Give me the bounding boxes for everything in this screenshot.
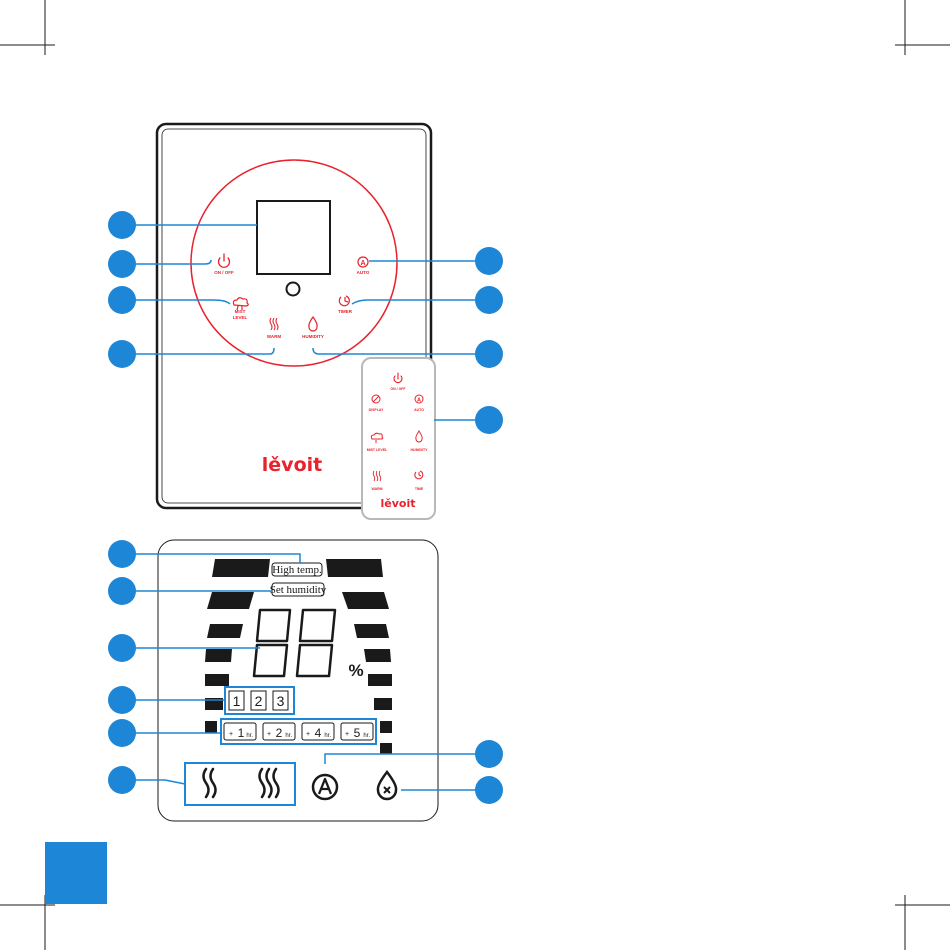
callout-marker bbox=[108, 634, 136, 662]
warm-label: WARM bbox=[267, 334, 281, 339]
svg-text:A: A bbox=[417, 398, 421, 404]
high-temp-label: High temp. bbox=[272, 564, 322, 576]
remote-auto-label: AUTO bbox=[414, 408, 424, 412]
callout-marker bbox=[108, 250, 136, 278]
remote-display-label: DISPLAY bbox=[369, 408, 385, 412]
svg-text:2: 2 bbox=[276, 726, 283, 740]
callout-marker bbox=[108, 766, 136, 794]
lcd-panel: High temp. Set humidity 88 % 1 2 3 bbox=[158, 540, 438, 821]
svg-text:hr.: hr. bbox=[246, 733, 253, 739]
remote-brand-logo: lěvoit bbox=[381, 497, 416, 510]
remote-warm-label: WARM bbox=[371, 487, 382, 491]
svg-text:4: 4 bbox=[315, 726, 322, 740]
set-humidity-indicator: Set humidity bbox=[270, 583, 327, 596]
device-brand-logo: lěvoit bbox=[262, 454, 322, 476]
remote-mist-level-label: MIST LEVEL bbox=[367, 448, 388, 452]
svg-text:+: + bbox=[306, 731, 310, 738]
page-tab bbox=[45, 842, 107, 904]
callout-marker bbox=[108, 211, 136, 239]
remote-power-label: ON / OFF bbox=[390, 387, 406, 391]
svg-text:hr.: hr. bbox=[363, 733, 370, 739]
svg-text:+: + bbox=[229, 731, 233, 738]
timer-1hr: + 1 hr. bbox=[224, 723, 256, 740]
mist-level-3: 3 bbox=[277, 693, 285, 709]
timer-2hr: + 2 hr. bbox=[263, 723, 295, 740]
power-label: ON / OFF bbox=[214, 270, 234, 275]
humidity-label: HUMIDITY bbox=[302, 334, 324, 339]
callout-marker bbox=[475, 740, 503, 768]
callout-marker bbox=[475, 406, 503, 434]
timer-5hr: + 5 hr. bbox=[341, 723, 373, 740]
high-temp-indicator: High temp. bbox=[272, 563, 322, 576]
callout-marker bbox=[475, 247, 503, 275]
set-humidity-label: Set humidity bbox=[270, 584, 327, 596]
remote-humidity-label: HUMIDITY bbox=[411, 448, 429, 452]
svg-text:hr.: hr. bbox=[324, 733, 331, 739]
timer-label: TIMER bbox=[338, 309, 353, 314]
svg-text:hr.: hr. bbox=[285, 733, 292, 739]
svg-text:1: 1 bbox=[238, 726, 245, 740]
mist-level-2: 2 bbox=[255, 693, 263, 709]
callout-marker bbox=[475, 776, 503, 804]
callout-marker bbox=[108, 286, 136, 314]
auto-label: AUTO bbox=[357, 270, 370, 275]
mist-level-1: 1 bbox=[233, 693, 241, 709]
callout-marker bbox=[108, 686, 136, 714]
svg-text:5: 5 bbox=[354, 726, 361, 740]
callout-marker bbox=[108, 340, 136, 368]
timer-4hr: + 4 hr. bbox=[302, 723, 334, 740]
callout-marker bbox=[108, 577, 136, 605]
callout-marker bbox=[108, 719, 136, 747]
percent-sign: % bbox=[348, 661, 363, 680]
svg-text:+: + bbox=[267, 731, 271, 738]
mist-level-indicators: 1 2 3 bbox=[229, 691, 288, 710]
callout-marker bbox=[475, 286, 503, 314]
mist-level-label-2: LEVEL bbox=[233, 315, 248, 320]
callout-marker bbox=[108, 540, 136, 568]
mist-level-label-1: MIST bbox=[235, 309, 246, 314]
display-window bbox=[257, 201, 330, 274]
remote-timer-label: TIME bbox=[415, 487, 424, 491]
svg-text:+: + bbox=[345, 731, 349, 738]
callout-marker bbox=[475, 340, 503, 368]
svg-text:A: A bbox=[360, 260, 365, 267]
remote-control: ON / OFF DISPLAY A AUTO MIST LEVEL bbox=[362, 358, 435, 519]
